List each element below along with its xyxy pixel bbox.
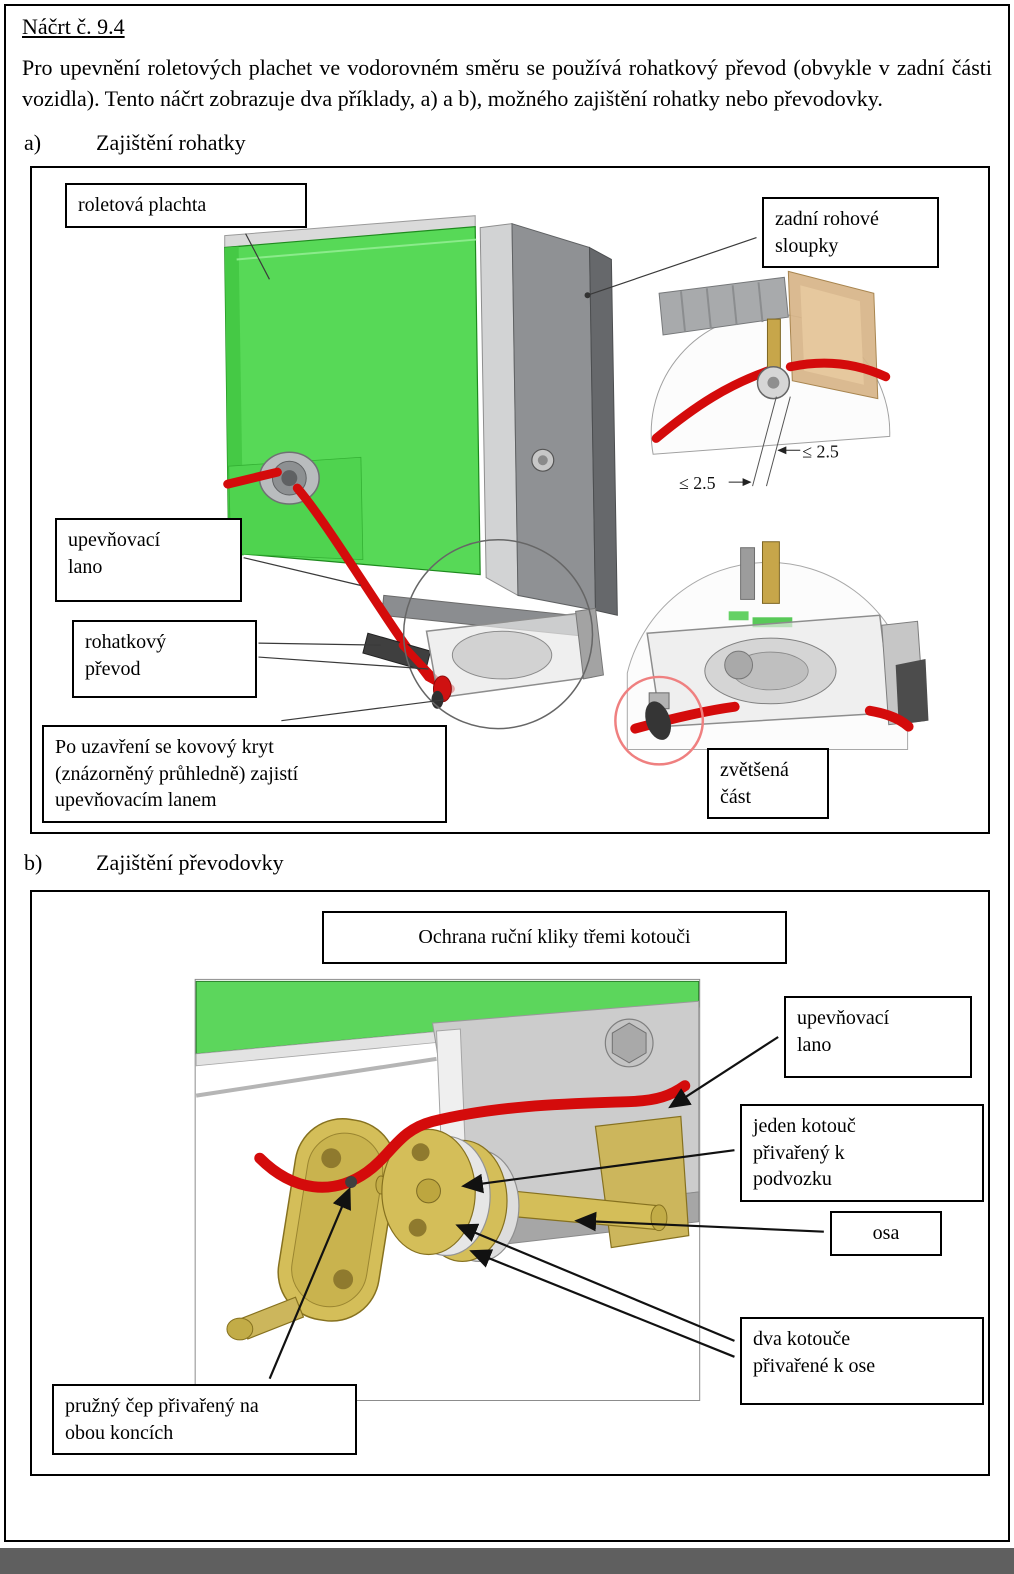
section-b-title: Zajištění převodovky: [96, 850, 284, 876]
highlight-circle: [614, 676, 705, 767]
figure-a: ≤ 2.5 ≤ 2.5: [30, 166, 990, 835]
callout-axle: osa: [830, 1211, 942, 1256]
callout-tarp: roletová plachta: [65, 183, 307, 228]
callout-arrows: [268, 1036, 824, 1380]
spring-pin: [345, 1176, 358, 1189]
callout-ratchet-label: rohatkový převod: [85, 631, 167, 680]
callout-tarp-label: roletová plachta: [78, 194, 207, 217]
section-a-title: Zajištění rohatky: [96, 130, 246, 156]
callout-rope-b: upevňovací lano: [784, 996, 972, 1079]
figure-b-caption-label: Ochrana ruční kliky třemi kotouči: [418, 926, 691, 949]
fastening-rope: [254, 1080, 691, 1194]
callout-discs-axle: dva kotouče přivařené k ose: [740, 1317, 984, 1406]
figure-b: Ochrana ruční kliky třemi kotouči upevňo…: [30, 890, 990, 1477]
figure-b-caption: Ochrana ruční kliky třemi kotouči: [322, 911, 787, 964]
callout-rope: upevňovací lano: [55, 518, 242, 603]
callout-discs-axle-label: dva kotouče přivařené k ose: [753, 1328, 876, 1377]
section-a-marker: a): [24, 130, 42, 156]
dimension-lower: ≤ 2.5: [679, 474, 716, 494]
section-a-heading: a) Zajištění rohatky: [24, 130, 994, 156]
ratchet-mechanism: [362, 608, 604, 710]
callout-cover-note-label: Po uzavření se kovový kryt (znázorněný p…: [55, 736, 299, 812]
page-title: Náčrt č. 9.4: [22, 14, 125, 39]
figure-b-illustration: [194, 979, 824, 1402]
figure-a-illustration: ≤ 2.5 ≤ 2.5: [223, 215, 929, 767]
callout-disc-chassis-label: jeden kotouč přivařený k podvozku: [753, 1115, 856, 1191]
section-b-heading: b) Zajištění převodovky: [24, 850, 994, 876]
section-b-marker: b): [24, 850, 43, 876]
intro-paragraph: Pro upevnění roletových plachet ve vodor…: [22, 55, 992, 112]
callout-cover-note: Po uzavření se kovový kryt (znázorněný p…: [42, 725, 447, 823]
callout-disc-chassis: jeden kotouč přivařený k podvozku: [740, 1104, 984, 1202]
page-bottom-strip: [0, 1548, 1014, 1574]
callout-posts-label: zadní rohové sloupky: [775, 208, 879, 257]
magnifier-circle: [402, 539, 594, 730]
callout-enlarged: zvětšená část: [707, 748, 829, 820]
callout-rope-b-label: upevňovací lano: [797, 1007, 890, 1056]
document-page: Náčrt č. 9.4 Pro upevnění roletových pla…: [4, 4, 1010, 1542]
callout-enlarged-label: zvětšená část: [720, 759, 789, 808]
disc-stack: [381, 1129, 520, 1263]
callout-rope-label: upevňovací lano: [68, 529, 161, 578]
tarp-panel: [224, 226, 481, 576]
callout-pin: pružný čep přivařený na obou koncích: [52, 1384, 357, 1456]
post-clamp-detail: ≤ 2.5 ≤ 2.5: [650, 271, 891, 494]
corner-post: [479, 223, 618, 617]
dimension-upper: ≤ 2.5: [802, 442, 839, 462]
callout-pin-label: pružný čep přivařený na obou koncích: [65, 1395, 259, 1444]
callout-posts: zadní rohové sloupky: [762, 197, 939, 269]
ratchet-enlarged-detail: [614, 541, 929, 767]
callout-ratchet: rohatkový převod: [72, 620, 257, 699]
leader-lines: [243, 233, 757, 722]
callout-axle-label: osa: [872, 1222, 900, 1245]
